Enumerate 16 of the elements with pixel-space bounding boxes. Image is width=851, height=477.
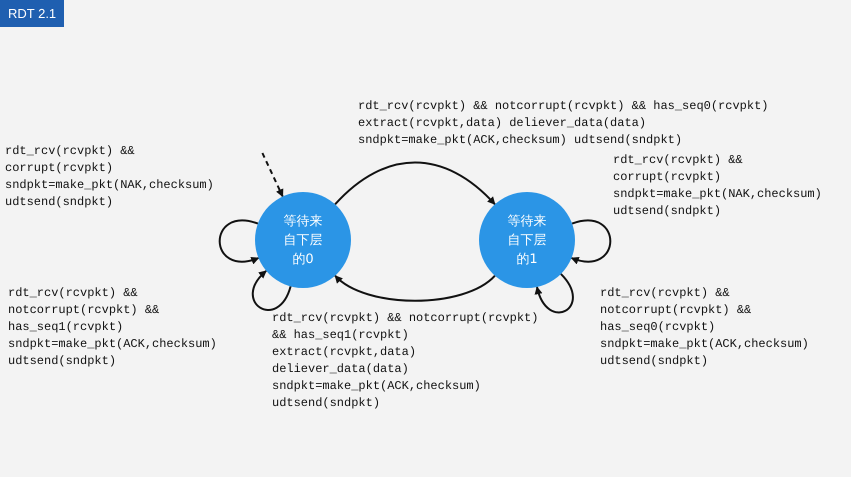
edge-label: rdt_rcv(rcvpkt) && corrupt(rcvpkt) sndpkt=make_pkt(NAK,checksum) udtsend(sndpkt) [613,152,823,220]
loop-arrow [218,220,260,264]
title: RDT 2.1 [0,0,64,27]
loop-arrow [535,273,574,314]
state-name: 等待来自下层的1 [508,212,546,268]
edge-label: rdt_rcv(rcvpkt) && notcorrupt(rcvpkt) && has_seq0(rcvpkt) extract(rcvpkt,data) deliever_data(data) sndpkt=make_pkt(ACK,checksum) udtsend(sndpkt) [358,98,770,149]
edge-label: rdt_rcv(rcvpkt) && corrupt(rcvpkt) sndpkt=make_pkt(NAK,checksum) udtsend(sndpkt) [5,143,215,211]
loop-arrow [252,270,292,311]
arrow [334,162,496,205]
loop-arrow [570,220,612,264]
edge-label: rdt_rcv(rcvpkt) && notcorrupt(rcvpkt) && has_seq0(rcvpkt) sndpkt=make_pkt(ACK,checksum) udtsend(sndpkt) [600,285,810,370]
edge-label: rdt_rcv(rcvpkt) && notcorrupt(rcvpkt) && has_seq1(rcvpkt) sndpkt=make_pkt(ACK,checksum) udtsend(sndpkt) [8,285,218,370]
state-name: 等待来自下层的0 [284,212,322,268]
dashed-arrow [262,152,284,198]
arrow [334,274,496,302]
edge-label: rdt_rcv(rcvpkt) && notcorrupt(rcvpkt) && has_seq1(rcvpkt) extract(rcvpkt,data) deliever_data(data) sndpkt=make_pkt(ACK,checksum) udtsend(sndpkt) [272,310,538,412]
